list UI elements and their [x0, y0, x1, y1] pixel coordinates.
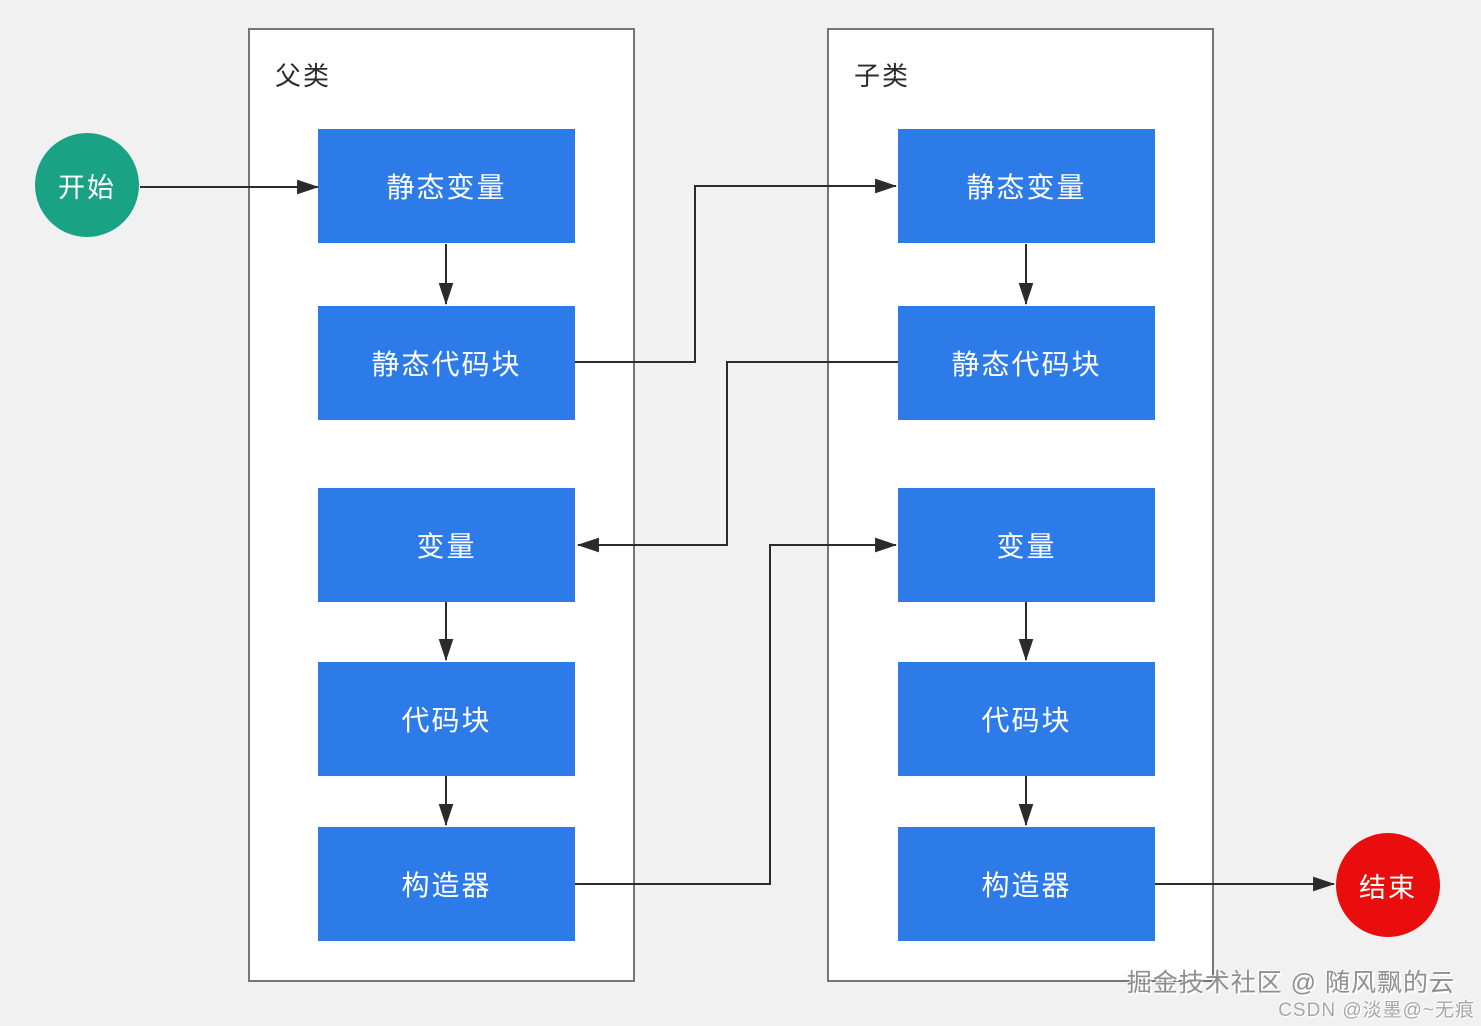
watermark-juejin: 掘金技术社区 @ 随风飘的云: [1126, 969, 1455, 997]
node-label: 静态代码块: [951, 349, 1102, 380]
node-parent-block: 代码块: [318, 662, 575, 776]
node-child-constructor: 构造器: [898, 827, 1155, 941]
node-label: 静态变量: [966, 172, 1087, 203]
start-node: 开始: [35, 133, 139, 237]
node-child-static-block: 静态代码块: [898, 306, 1155, 420]
node-parent-static-variables: 静态变量: [318, 129, 575, 243]
node-label: 构造器: [401, 870, 492, 901]
node-parent-variables: 变量: [318, 488, 575, 602]
node-label: 静态变量: [386, 172, 507, 203]
start-node-label: 开始: [58, 172, 116, 203]
watermark-csdn: CSDN @淡墨@~无痕: [1278, 1000, 1475, 1021]
end-node: 结束: [1336, 833, 1440, 937]
end-node-label: 结束: [1359, 872, 1417, 903]
node-label: 代码块: [401, 705, 492, 736]
node-label: 静态代码块: [371, 349, 522, 380]
node-child-static-variables: 静态变量: [898, 129, 1155, 243]
child-class-container: 子类 静态变量 静态代码块 变量 代码块 构造器: [827, 28, 1214, 982]
node-parent-constructor: 构造器: [318, 827, 575, 941]
parent-class-container: 父类 静态变量 静态代码块 变量 代码块 构造器: [248, 28, 635, 982]
node-child-block: 代码块: [898, 662, 1155, 776]
node-label: 代码块: [981, 705, 1072, 736]
node-label: 变量: [416, 531, 477, 562]
parent-class-title: 父类: [275, 61, 332, 91]
node-label: 变量: [996, 531, 1057, 562]
child-class-title: 子类: [854, 61, 911, 91]
node-parent-static-block: 静态代码块: [318, 306, 575, 420]
node-child-variables: 变量: [898, 488, 1155, 602]
node-label: 构造器: [981, 870, 1072, 901]
